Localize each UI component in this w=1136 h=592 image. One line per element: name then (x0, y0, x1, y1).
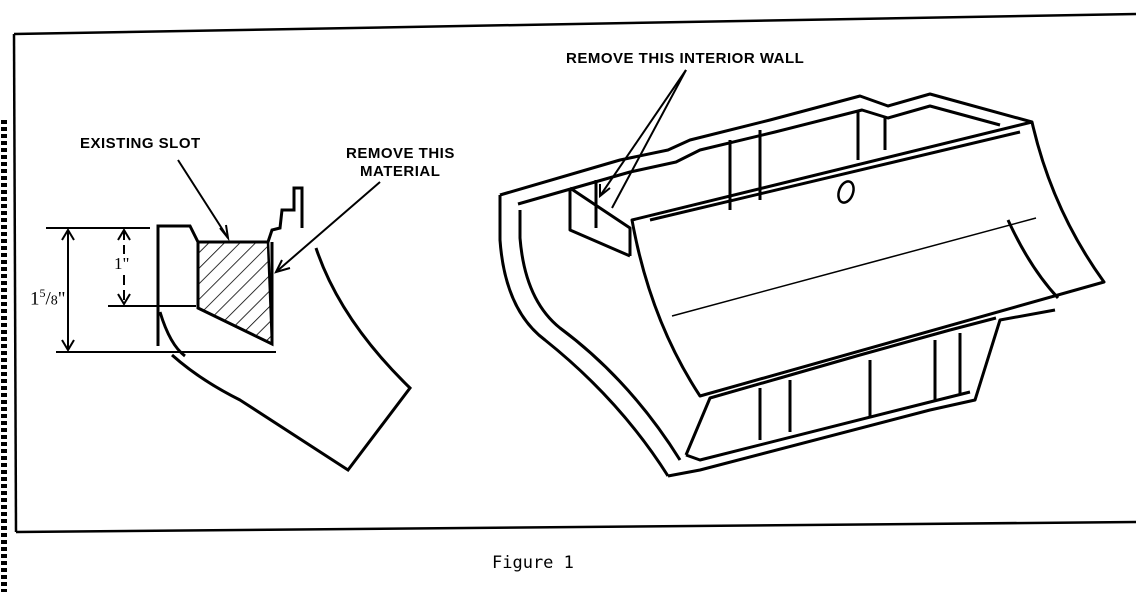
leader-lines-left (177, 159, 381, 274)
label-remove-material-line1: REMOVE THIS (346, 145, 455, 162)
dimension-outer: 15/8" (30, 282, 66, 313)
page-frame (12, 12, 1136, 534)
leader-line-right (599, 69, 687, 209)
label-remove-material-line2: MATERIAL (360, 163, 441, 180)
removal-area (196, 240, 274, 347)
label-remove-interior-wall: REMOVE THIS INTERIOR WALL (566, 50, 805, 67)
cross-section (156, 186, 412, 473)
tray-details (671, 180, 1037, 317)
dimension-outer-num: 5 (39, 286, 46, 300)
figure-caption: Figure 1 (492, 553, 574, 573)
dimension-outer-whole: 1 (30, 288, 40, 310)
dimension-outer-den: 8 (50, 293, 58, 309)
dimension-lines (46, 227, 276, 353)
dimension-inner: 1" (114, 254, 130, 274)
dimension-outer-unit: " (57, 288, 66, 310)
tray-isometric (498, 92, 1106, 478)
label-existing-slot: EXISTING SLOT (80, 135, 201, 152)
